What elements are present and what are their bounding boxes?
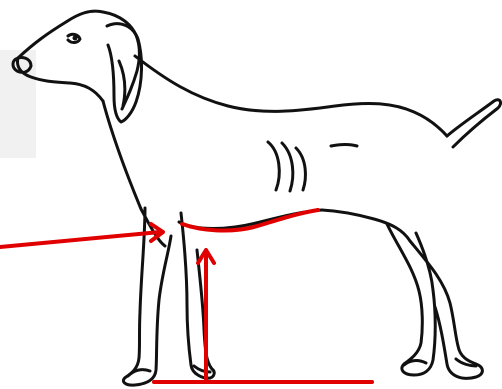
- left-arrow-line: [0, 232, 160, 247]
- belly-measurement-line: [182, 210, 318, 231]
- dog-outline: [13, 11, 501, 385]
